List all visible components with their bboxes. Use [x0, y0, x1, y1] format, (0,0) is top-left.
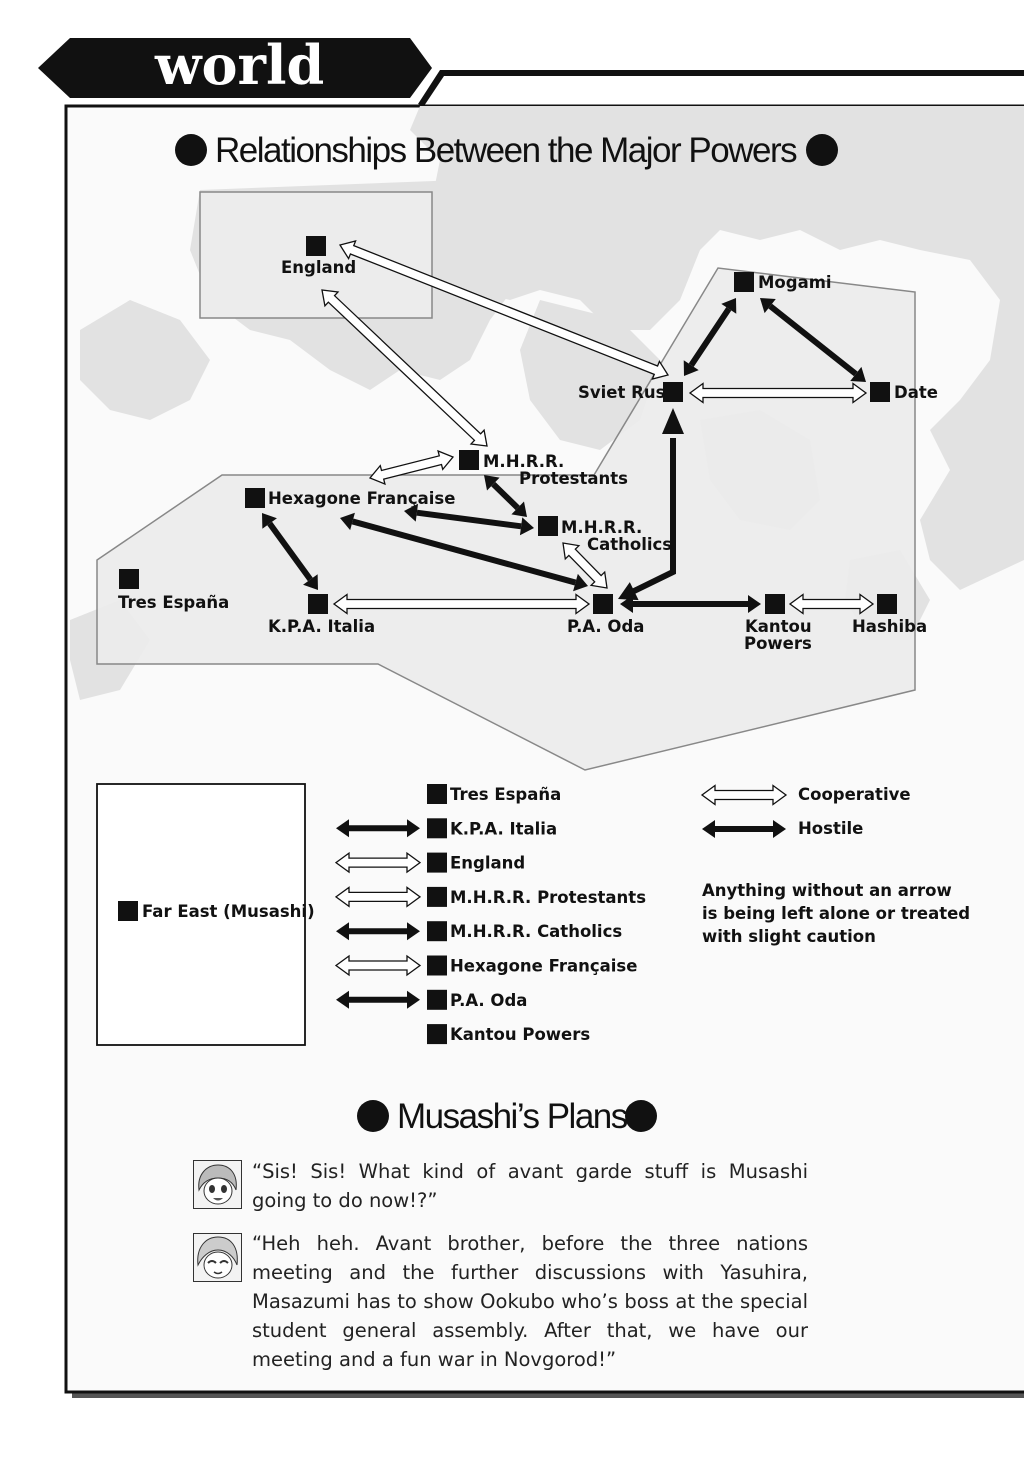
legend-cooperative-arrow	[334, 954, 422, 977]
legend-node-label: M.H.R.R. Catholics	[450, 922, 622, 941]
hashiba-label: Hashiba	[852, 617, 927, 636]
arrow-england-sviet-rus	[338, 240, 670, 380]
kantou-label-2: Powers	[744, 634, 812, 653]
arrow-hexagone-pa-oda	[340, 512, 588, 592]
arrow-sviet-rus-date	[688, 382, 868, 404]
arrow-mhrr-protestants-catholics	[484, 475, 527, 517]
legend-node-label: Hexagone Française	[450, 957, 637, 976]
legend-cooperative-label: Cooperative	[798, 785, 911, 804]
legend-node-marker	[427, 955, 447, 976]
legend-node-marker	[427, 852, 447, 873]
england-node	[306, 236, 326, 256]
legend-node-marker	[427, 1024, 447, 1045]
plans-quote-1: “Sis! Sis! What kind of avant garde stuf…	[252, 1160, 808, 1212]
far-east-node	[118, 901, 138, 921]
plans-title: Musashi’s Plans	[397, 1097, 628, 1136]
kpa-italia-label: K.P.A. Italia	[268, 617, 375, 636]
relationships-title-group: Relationships Between the Major Powers	[175, 131, 838, 170]
legend-node-marker	[427, 886, 447, 907]
plans-quote-2: “Heh heh. Avant brother, before the thre…	[252, 1232, 808, 1371]
character-avatar-1	[193, 1160, 242, 1209]
hexagone-node	[245, 488, 265, 508]
mhrr-protestants-label-1: M.H.R.R.	[483, 452, 564, 471]
arrow-england-mhrr-protestants	[321, 289, 488, 447]
legend-key-cooperative-arrow	[700, 784, 788, 806]
pa-oda-label: P.A. Oda	[567, 617, 644, 636]
date-label: Date	[894, 383, 938, 402]
sviet-rus-label: Sviet Rus	[578, 383, 666, 402]
legend-cooperative-arrow	[334, 886, 422, 908]
legend-key: Cooperative Hostile Anything without an …	[700, 784, 970, 946]
legend-node-label: Kantou Powers	[450, 1025, 590, 1044]
mhrr-catholics-label-1: M.H.R.R.	[561, 518, 642, 537]
kpa-italia-node	[308, 594, 328, 614]
legend-node-label: P.A. Oda	[450, 991, 527, 1010]
plans-bullet-right	[625, 1100, 657, 1132]
mogami-label: Mogami	[758, 273, 832, 292]
kantou-node	[765, 594, 785, 614]
arrow-pa-oda-kantou	[620, 595, 761, 613]
hashiba-node	[877, 594, 897, 614]
sviet-rus-node	[663, 382, 683, 402]
legend-node-marker	[427, 921, 447, 942]
legend-hostile-arrow	[336, 990, 420, 1009]
arrow-hexagone-catholics	[404, 503, 534, 536]
kantou-label-1: Kantou	[745, 617, 812, 636]
title-bullet-right	[806, 134, 838, 166]
arrow-sviet-rus-pa-oda	[618, 408, 684, 601]
legend-node-marker	[427, 818, 447, 839]
legend-node-label: M.H.R.R. Protestants	[450, 888, 646, 907]
legend-node-marker	[427, 784, 447, 804]
england-label: England	[281, 258, 356, 277]
relationships-title: Relationships Between the Major Powers	[215, 131, 797, 170]
arrow-kpa-italia-pa-oda	[332, 593, 591, 615]
legend-node-marker	[427, 989, 447, 1010]
character-avatar-2	[193, 1233, 242, 1282]
legend-hostile-label: Hostile	[798, 819, 863, 838]
plans-title-group: Musashi’s Plans	[357, 1097, 657, 1136]
tres-espana-label: Tres España	[118, 593, 229, 612]
far-east-box: Far East (Musashi)	[96, 783, 315, 1046]
arrow-mogami-sviet-rus	[683, 298, 737, 376]
node-markers	[119, 236, 897, 614]
hexagone-label: Hexagone Française	[268, 489, 455, 508]
mhrr-catholics-node	[538, 516, 558, 536]
legend-note-line-2: is being left alone or treated	[702, 904, 970, 923]
legend-hostile-arrow	[336, 922, 420, 941]
header-tab: world	[38, 33, 1024, 106]
pa-oda-node	[593, 594, 613, 614]
arrow-kantou-hashiba	[788, 593, 875, 615]
arrow-hexagone-kpa-italia	[262, 513, 318, 590]
node-labels: England Mogami Sviet Rus Date M.H.R.R. P…	[118, 258, 938, 653]
legend-node-label: K.P.A. Italia	[450, 819, 557, 838]
arrow-mhrr-protestants-west	[368, 449, 455, 486]
arrow-catholics-pa-oda	[562, 542, 608, 589]
mhrr-catholics-label-2: Catholics	[587, 535, 672, 554]
date-node	[870, 382, 890, 402]
title-bullet-left	[175, 134, 207, 166]
legend-hostile-arrow	[336, 819, 420, 838]
mhrr-protestants-label-2: Protestants	[519, 469, 628, 488]
legend-node-label: England	[450, 854, 525, 873]
tres-espana-node	[119, 569, 139, 589]
legend-note-line-1: Anything without an arrow	[702, 881, 952, 900]
far-east-label: Far East (Musashi)	[142, 902, 315, 921]
legend-cooperative-arrow	[334, 851, 422, 874]
legend-node-label: Tres España	[450, 785, 561, 804]
legend-note-line-3: with slight caution	[702, 927, 876, 946]
legend-key-hostile-arrow	[702, 820, 786, 838]
mogami-node	[734, 272, 754, 292]
relationship-arrows	[262, 240, 875, 615]
arrow-mogami-date	[760, 298, 866, 382]
header-title: world	[154, 33, 324, 97]
mhrr-protestants-node	[459, 450, 479, 470]
plans-bullet-left	[357, 1100, 389, 1132]
